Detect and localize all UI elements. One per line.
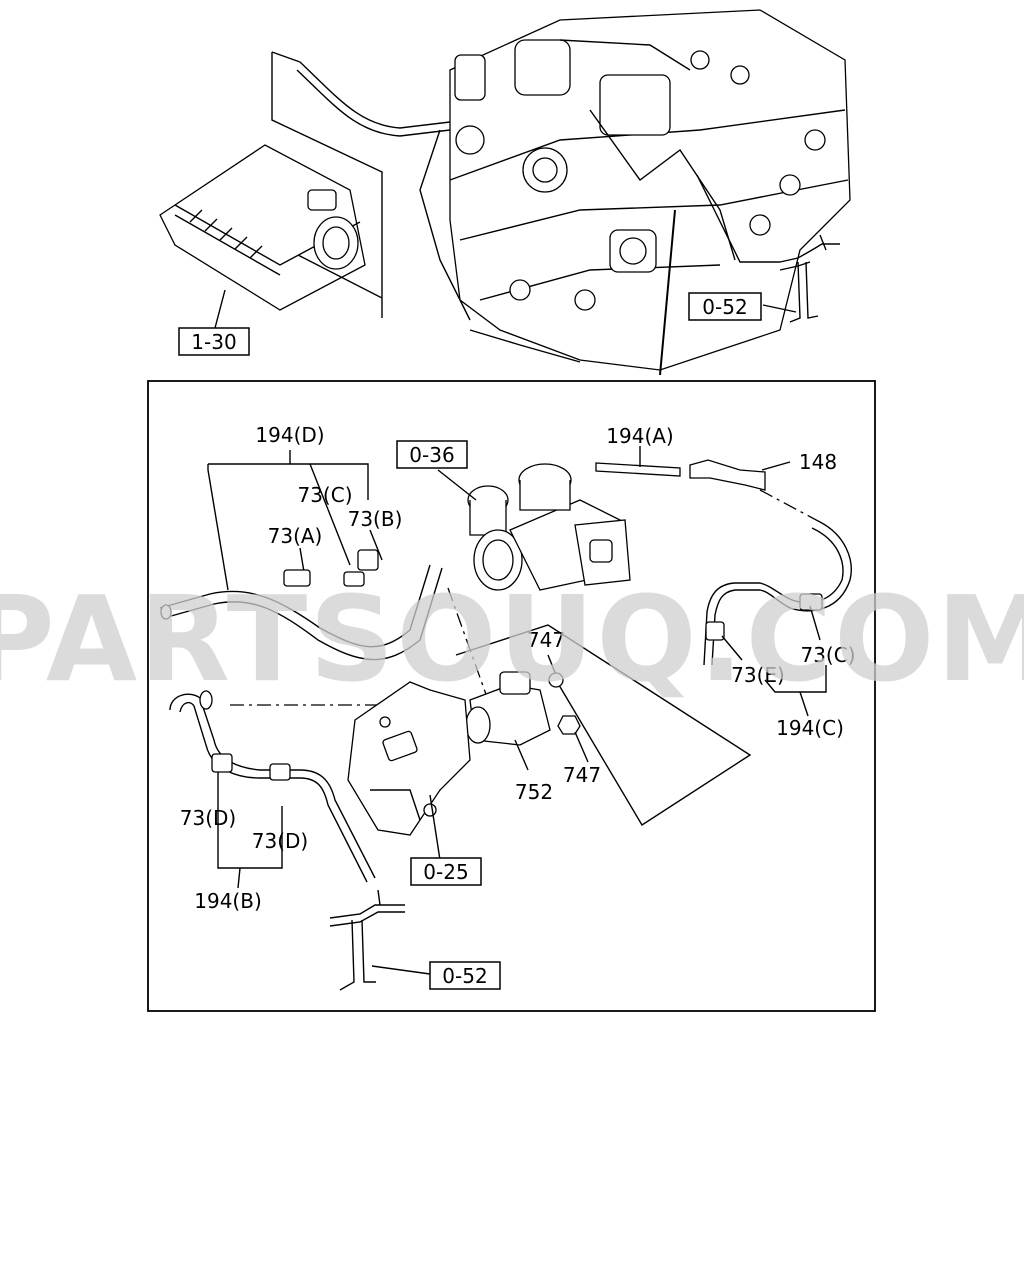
clip-73e bbox=[705, 621, 725, 641]
clip-73d-right bbox=[269, 763, 291, 781]
ref-pipe-top[interactable]: 0-52 bbox=[702, 295, 747, 319]
label-hose-194d: 194(D) bbox=[255, 423, 324, 447]
label-bracket-148: 148 bbox=[799, 450, 837, 474]
hose-194a bbox=[595, 459, 766, 491]
ref-box-pipe-bottom[interactable] bbox=[429, 961, 501, 990]
label-nut-747-top: 747 bbox=[527, 628, 565, 652]
label-nut-747-bottom: 747 bbox=[563, 763, 601, 787]
leader-panel bbox=[271, 52, 383, 318]
hose-194b bbox=[169, 690, 376, 883]
ref-box-air-cleaner[interactable] bbox=[178, 327, 250, 356]
clip-73a bbox=[283, 569, 311, 587]
pipe-fitting-bottom bbox=[329, 889, 405, 991]
hose-194d bbox=[159, 564, 443, 661]
ref-air-cleaner[interactable]: 1-30 bbox=[191, 330, 236, 354]
ref-turbo[interactable]: 0-36 bbox=[409, 443, 454, 467]
ref-bracket[interactable]: 0-25 bbox=[423, 860, 468, 884]
label-clip-73e: 73(E) bbox=[731, 663, 785, 687]
ref-box-bracket[interactable] bbox=[410, 857, 482, 886]
clip-73b bbox=[357, 549, 379, 571]
label-clip-73a: 73(A) bbox=[268, 524, 323, 548]
label-hose-194a: 194(A) bbox=[606, 424, 673, 448]
ref-pipe-bottom[interactable]: 0-52 bbox=[442, 964, 487, 988]
ref-box-pipe-top[interactable] bbox=[688, 292, 762, 321]
pipe-fitting-top bbox=[779, 234, 840, 323]
bracket-0-25 bbox=[347, 681, 471, 836]
label-clip-73d-left: 73(D) bbox=[180, 806, 236, 830]
label-clip-73c-right: 73(C) bbox=[800, 643, 855, 667]
label-hose-194b: 194(B) bbox=[194, 889, 262, 913]
intake-hose-top bbox=[299, 61, 451, 129]
label-hose-194c: 194(C) bbox=[776, 716, 844, 740]
label-clip-73b: 73(B) bbox=[348, 507, 403, 531]
clip-73c-left bbox=[343, 571, 365, 587]
label-clip-73c-left: 73(C) bbox=[297, 483, 352, 507]
label-valve-752: 752 bbox=[515, 780, 553, 804]
turbocharger bbox=[467, 463, 631, 591]
clip-73d-left bbox=[211, 753, 233, 773]
label-clip-73d-right: 73(D) bbox=[252, 829, 308, 853]
watermark-text: PARTSOUQ.COM bbox=[0, 570, 1024, 708]
hose-194c bbox=[703, 521, 852, 666]
air-cleaner-box bbox=[159, 144, 366, 311]
detail-frame bbox=[147, 380, 876, 1012]
engine-block bbox=[419, 9, 851, 376]
ref-box-turbo[interactable] bbox=[396, 440, 468, 469]
vsv-valve-752 bbox=[465, 671, 581, 746]
